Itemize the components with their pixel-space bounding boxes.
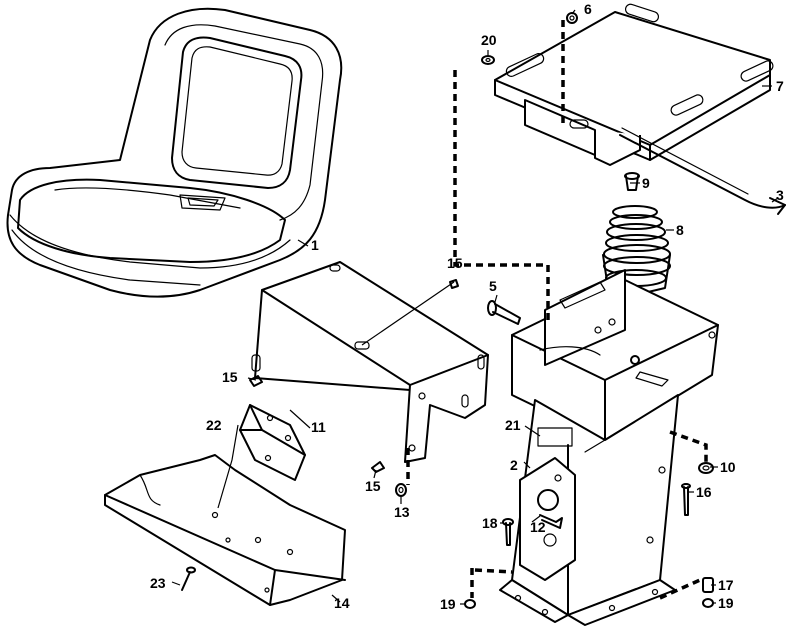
- callout-19-right: 19: [718, 595, 734, 611]
- callout-15-top: 15: [447, 255, 463, 271]
- callout-15-bottom: 15: [365, 478, 381, 494]
- callout-15-left: 15: [222, 369, 238, 385]
- callout-7: 7: [776, 78, 784, 94]
- bolt-part-23: [181, 566, 196, 591]
- callout-23: 23: [150, 575, 166, 591]
- callout-2: 2: [510, 457, 518, 473]
- callout-1: 1: [311, 237, 319, 253]
- mount-pan-part: [251, 261, 489, 463]
- hardware-parts: [249, 279, 714, 609]
- callout-10: 10: [720, 459, 736, 475]
- callout-17: 17: [718, 577, 734, 593]
- callout-22: 22: [206, 417, 222, 433]
- nut-part-6: [566, 12, 578, 24]
- callout-11: 11: [311, 419, 326, 435]
- callout-3: 3: [776, 187, 784, 203]
- floor-plate-part: [104, 454, 346, 606]
- small-bracket-part: [239, 404, 306, 481]
- seat-part: [6, 7, 343, 298]
- callout-12: 12: [530, 519, 546, 535]
- callout-5: 5: [489, 278, 497, 294]
- spring-part: [602, 205, 671, 296]
- callout-19-left: 19: [440, 596, 456, 612]
- callout-16: 16: [696, 484, 712, 500]
- washer-part-20: [481, 55, 495, 65]
- callout-9: 9: [642, 175, 650, 191]
- callout-8: 8: [676, 222, 684, 238]
- callout-14: 14: [334, 595, 350, 611]
- bolt-part-9: [624, 172, 640, 191]
- callout-21: 21: [505, 417, 521, 433]
- leader-lines: [171, 9, 779, 605]
- callout-13: 13: [394, 504, 410, 520]
- callout-labels: 1 2 3 5 6 7 8 9 10 11 12 13 14 15 15 15 …: [150, 1, 784, 612]
- assembly-dash-lines: [406, 20, 708, 600]
- seat-plate-part: [494, 3, 774, 166]
- callout-6: 6: [584, 1, 592, 17]
- callout-18: 18: [482, 515, 498, 531]
- callout-20: 20: [481, 32, 497, 48]
- support-bracket-part: [511, 269, 719, 441]
